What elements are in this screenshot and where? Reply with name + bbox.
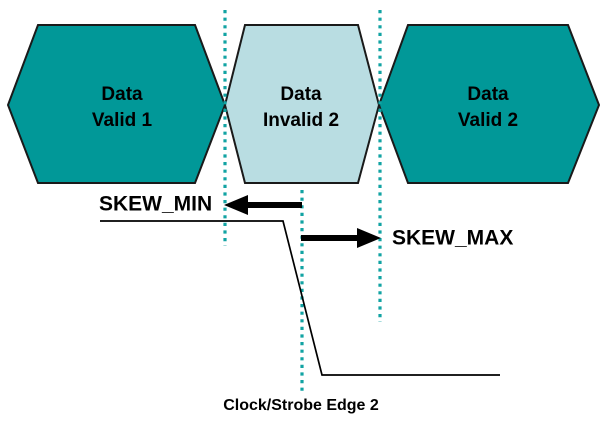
clock-strobe-edge-label: Clock/Strobe Edge 2 [223, 397, 379, 414]
data-valid-1-cell[interactable]: Data Valid 1 [6, 24, 227, 184]
data-valid-2-line1: Data [467, 84, 509, 105]
skew-max-arrow [301, 228, 381, 248]
data-valid-2-shape[interactable] [377, 24, 601, 184]
data-invalid-2-line2: Invalid 2 [263, 110, 339, 131]
skew-max-arrow-head [357, 228, 381, 248]
dotted-reference-lines [223, 10, 382, 391]
skew-min-arrow-head [224, 195, 248, 215]
data-bus-group: Data Valid 1 Data Invalid 2 Data Valid 2 [6, 24, 601, 184]
data-invalid-2-cell[interactable]: Data Invalid 2 [223, 24, 381, 184]
data-invalid-2-line1: Data [280, 84, 322, 105]
skew-max-label: SKEW_MAX [392, 227, 513, 250]
data-valid-2-cell[interactable]: Data Valid 2 [377, 24, 601, 184]
skew-min-annotation: SKEW_MIN [99, 193, 302, 216]
clock-strobe-waveform [100, 220, 500, 376]
data-valid-1-line2: Valid 1 [92, 110, 153, 131]
data-valid-2-line2: Valid 2 [458, 110, 518, 131]
data-valid-1-line1: Data [101, 84, 143, 105]
skew-max-annotation: SKEW_MAX [301, 227, 513, 250]
skew-min-label: SKEW_MIN [99, 193, 212, 216]
skew-min-arrow [224, 195, 302, 215]
